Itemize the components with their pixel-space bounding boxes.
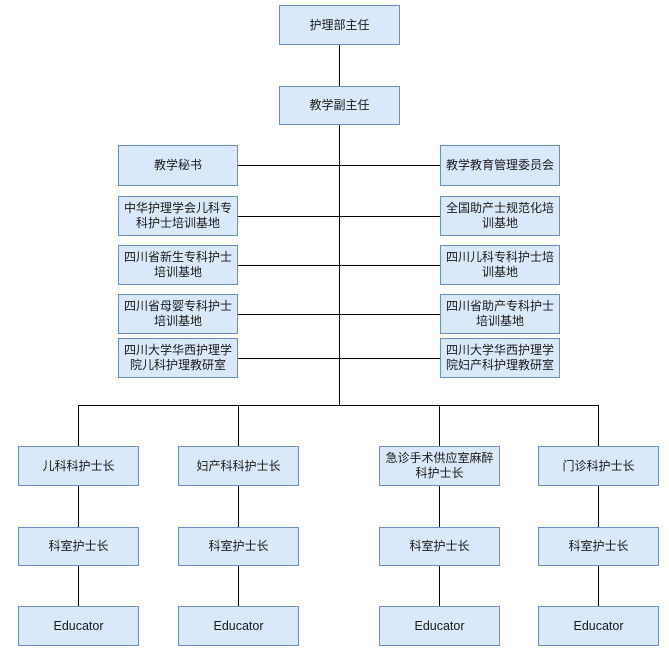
right-unit-sichuan-pediatric-training-base: 四川儿科专科护士培训基地: [440, 245, 560, 285]
left-unit-teaching-secretary: 教学秘书: [118, 145, 238, 186]
left-unit-pediatric-training-base: 中华护理学会儿科专科护士培训基地: [118, 196, 238, 236]
dept-head-outpatient: 门诊科护士长: [538, 446, 659, 486]
educator-outpatient: Educator: [538, 606, 659, 646]
ward-head-nurse-obstetrics: 科室护士长: [178, 527, 299, 566]
deputy-box: 教学副主任: [279, 86, 400, 125]
right-unit-midwife-training-base: 全国助产士规范化培训基地: [440, 196, 560, 236]
educator-pediatrics: Educator: [18, 606, 139, 646]
dept-head-pediatrics: 儿科科护士长: [18, 446, 139, 486]
ward-head-nurse-outpatient: 科室护士长: [538, 527, 659, 566]
left-unit-pediatric-nursing-teaching-office: 四川大学华西护理学院儿科护理教研室: [118, 338, 238, 378]
right-unit-education-committee: 教学教育管理委员会: [440, 145, 560, 186]
ward-head-nurse-emergency-surgery: 科室护士长: [379, 527, 500, 566]
dept-head-obstetrics: 妇产科科护士长: [178, 446, 299, 486]
ward-head-nurse-pediatrics: 科室护士长: [18, 527, 139, 566]
left-unit-neonatal-training-base: 四川省新生专科护士培训基地: [118, 245, 238, 285]
educator-emergency-surgery: Educator: [379, 606, 500, 646]
director-box: 护理部主任: [279, 5, 400, 45]
dept-head-emergency-surgery: 急诊手术供应室麻醉科护士长: [379, 446, 500, 486]
right-unit-obstetrics-nursing-teaching-office: 四川大学华西护理学院妇产科护理教研室: [440, 338, 560, 378]
educator-obstetrics: Educator: [178, 606, 299, 646]
left-unit-maternal-infant-training-base: 四川省母婴专科护士培训基地: [118, 294, 238, 334]
right-unit-sichuan-midwifery-training-base: 四川省助产专科护士培训基地: [440, 294, 560, 334]
